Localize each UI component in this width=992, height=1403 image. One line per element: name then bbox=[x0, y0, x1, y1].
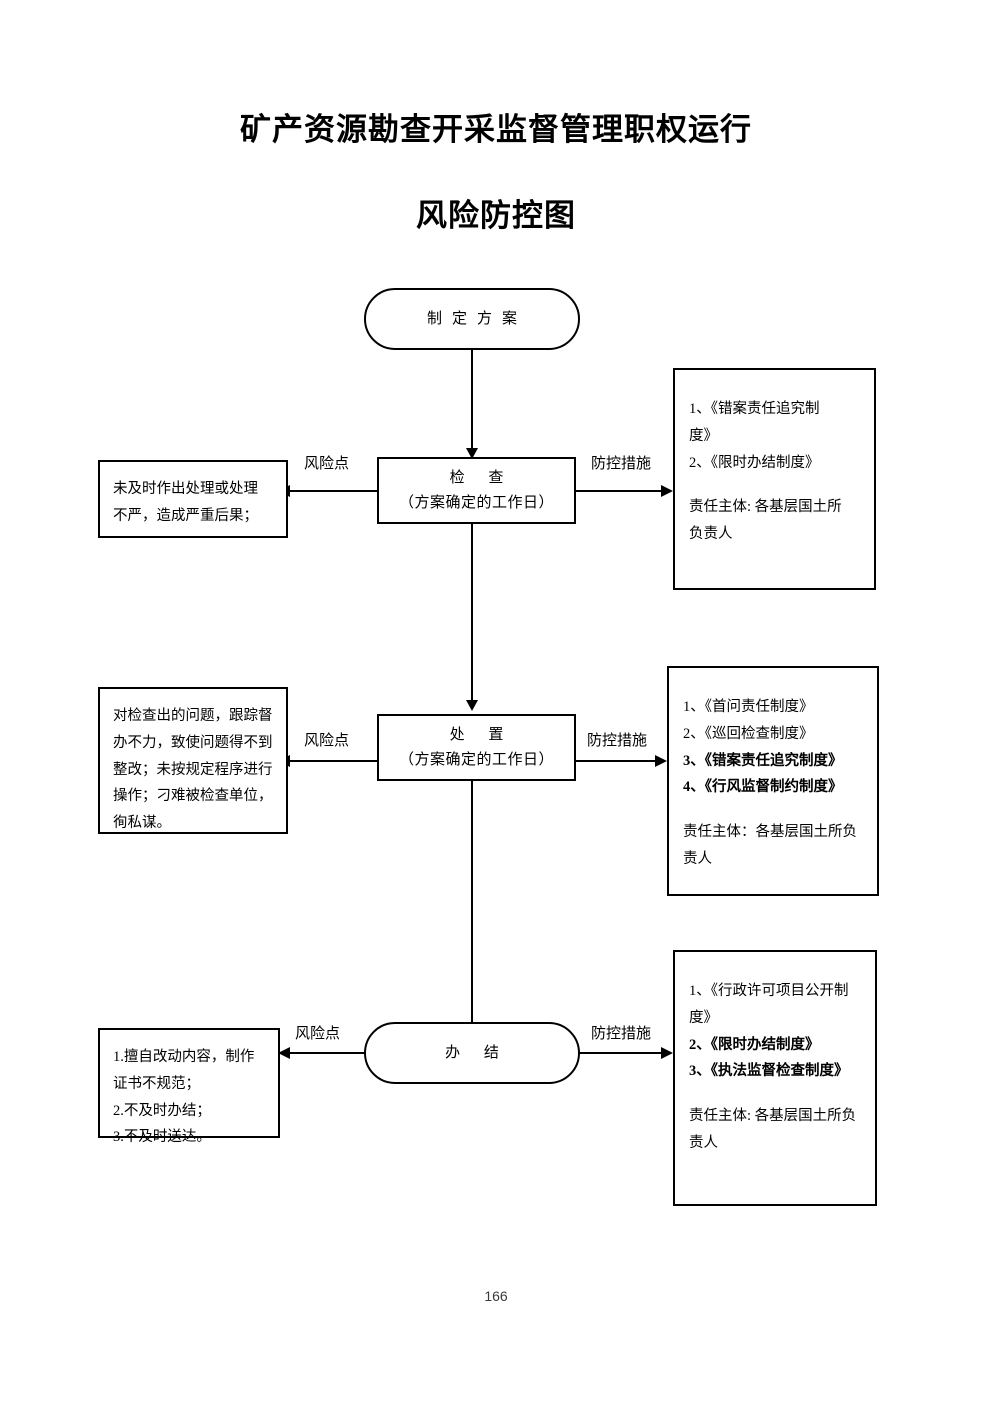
responsible-line: 责人 bbox=[689, 1135, 718, 1152]
arrowhead-inspection-to-disposal bbox=[466, 700, 478, 711]
risk-line: 整改；未按规定程序进行 bbox=[113, 761, 273, 778]
edge-label-measures-inspection: 防控措施 bbox=[589, 452, 654, 473]
flow-node-start[interactable]: 制定方案 bbox=[364, 288, 580, 350]
risk-line: 3.不及时送达。 bbox=[113, 1129, 211, 1146]
flow-node-start-label: 制定方案 bbox=[426, 310, 527, 327]
risk-line: 对检查出的问题，跟踪督 bbox=[113, 708, 273, 724]
risk-box-completion: 1.擅自改动内容，制作 证书不规范； 2.不及时办结； 3.不及时送达。 bbox=[98, 1028, 280, 1145]
measure-spacer bbox=[683, 801, 867, 819]
risk-line: 2.不及时办结； bbox=[113, 1102, 211, 1119]
risk-box-disposal: 对检查出的问题，跟踪督 办不力，致使问题得不到 整改；未按规定程序进行 操作；刁… bbox=[98, 687, 288, 834]
connector-inspection-to-measures bbox=[576, 490, 664, 492]
arrowhead-completion-to-risk bbox=[278, 1047, 290, 1059]
connector-disposal-to-risk bbox=[290, 760, 378, 762]
responsible-line: 责人 bbox=[683, 851, 712, 868]
flow-node-inspection[interactable]: 检 查 （方案确定的工作日） bbox=[377, 457, 576, 524]
measure-item: 度》 bbox=[689, 427, 718, 444]
measure-item: 2、《限时办结制度》 bbox=[689, 454, 820, 471]
flow-node-completion-title: 办 结 bbox=[445, 1044, 509, 1061]
document-title-line-2: 风险防控图 bbox=[416, 198, 576, 233]
risk-box-inspection: 未及时作出处理或处理 不严，造成严重后果； bbox=[98, 460, 288, 538]
measure-item: 1、《行政许可项目公开制 bbox=[689, 983, 849, 999]
arrowhead-inspection-to-measures bbox=[661, 485, 673, 497]
edge-label-risk-inspection: 风险点 bbox=[302, 452, 352, 473]
risk-line: 徇私谋。 bbox=[113, 815, 171, 832]
risk-line: 办不力，致使问题得不到 bbox=[113, 734, 273, 751]
risk-line: 未及时作出处理或处理 bbox=[113, 481, 258, 497]
flow-node-inspection-subtitle: （方案确定的工作日） bbox=[398, 494, 554, 511]
measures-box-inspection: 1、《错案责任追究制 度》 2、《限时办结制度》 责任主体: 各基层国土所 负责… bbox=[673, 368, 876, 590]
arrowhead-disposal-to-measures bbox=[655, 755, 667, 767]
document-title-line-1: 矿产资源勘查开采监督管理职权运行 bbox=[240, 112, 752, 147]
responsible-line: 责任主体: 各基层国土所负 bbox=[689, 1108, 857, 1125]
measure-item: 2、《巡回检查制度》 bbox=[683, 725, 814, 742]
flow-node-disposal[interactable]: 处 置 （方案确定的工作日） bbox=[377, 714, 576, 781]
edge-label-risk-completion: 风险点 bbox=[293, 1022, 343, 1043]
connector-disposal-to-measures bbox=[576, 760, 664, 762]
risk-line: 操作；刁难被检查单位， bbox=[113, 788, 273, 805]
connector-start-to-inspection bbox=[471, 350, 473, 452]
measure-item: 3、《执法监督检查制度》 bbox=[689, 1063, 849, 1080]
measure-item: 度》 bbox=[689, 1009, 718, 1026]
responsible-line: 责任主体：各基层国土所负 bbox=[683, 824, 857, 841]
edge-label-measures-disposal: 防控措施 bbox=[585, 729, 650, 750]
connector-disposal-to-completion bbox=[471, 781, 473, 1029]
measures-box-disposal: 1、《首问责任制度》 2、《巡回检查制度》 3、《错案责任追究制度》 4、《行风… bbox=[667, 666, 879, 896]
arrowhead-start-to-inspection bbox=[466, 448, 478, 459]
risk-line: 证书不规范； bbox=[113, 1075, 200, 1092]
risk-line: 1.擅自改动内容，制作 bbox=[113, 1049, 255, 1065]
page-number: 166 bbox=[484, 1288, 508, 1304]
measures-box-completion: 1、《行政许可项目公开制 度》 2、《限时办结制度》 3、《执法监督检查制度》 … bbox=[673, 950, 877, 1206]
measure-spacer bbox=[689, 476, 864, 494]
connector-completion-to-measures bbox=[572, 1052, 664, 1054]
connector-completion-to-risk bbox=[290, 1052, 380, 1054]
measure-item: 4、《行风监督制约制度》 bbox=[683, 779, 843, 796]
flow-node-disposal-title: 处 置 bbox=[449, 726, 514, 743]
connector-inspection-to-risk bbox=[290, 490, 378, 492]
measure-spacer bbox=[689, 1085, 865, 1103]
measure-item: 3、《错案责任追究制度》 bbox=[683, 752, 843, 769]
flow-node-disposal-subtitle: （方案确定的工作日） bbox=[398, 751, 554, 768]
connector-inspection-to-disposal bbox=[471, 524, 473, 704]
risk-line: 不严，造成严重后果； bbox=[113, 507, 258, 524]
measure-item: 1、《首问责任制度》 bbox=[683, 699, 814, 715]
responsible-line: 责任主体: 各基层国土所 bbox=[689, 499, 842, 516]
flow-node-inspection-title: 检 查 bbox=[449, 469, 514, 486]
edge-label-risk-disposal: 风险点 bbox=[302, 729, 352, 750]
arrowhead-completion-to-measures bbox=[661, 1047, 673, 1059]
edge-label-measures-completion: 防控措施 bbox=[589, 1022, 654, 1043]
measure-item: 2、《限时办结制度》 bbox=[689, 1036, 820, 1053]
measure-item: 1、《错案责任追究制 bbox=[689, 401, 820, 417]
flow-node-completion[interactable]: 办 结 bbox=[364, 1022, 580, 1084]
responsible-line: 负责人 bbox=[689, 526, 733, 543]
